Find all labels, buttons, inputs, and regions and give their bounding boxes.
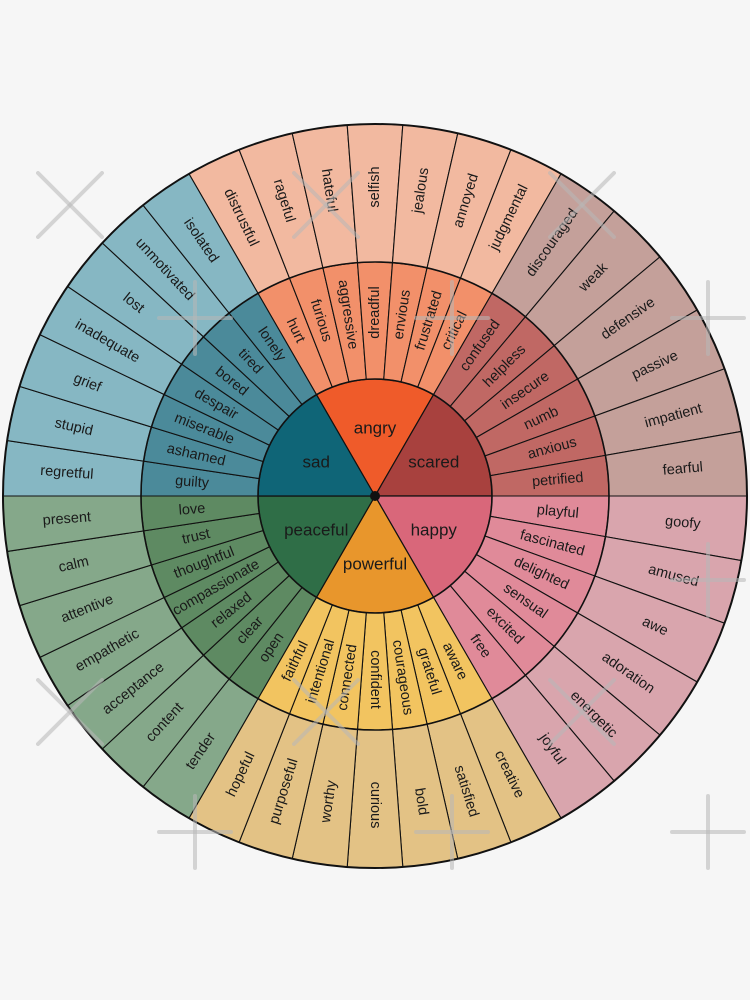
wheel-ring-outlines — [2, 123, 748, 869]
outer-label: calm — [57, 554, 90, 576]
middle-label: playful — [536, 502, 579, 522]
core-label-peaceful: peaceful — [284, 520, 348, 539]
outer-label: regretful — [40, 463, 94, 483]
middle-label: trust — [181, 526, 212, 548]
middle-label: love — [178, 501, 206, 519]
outer-label: curious — [367, 782, 383, 829]
center-dot — [370, 491, 380, 501]
outer-label: bold — [411, 787, 431, 817]
core-label-powerful: powerful — [343, 554, 407, 573]
ring-outline — [257, 378, 493, 614]
outer-label: jealous — [410, 167, 433, 216]
middle-label: dreadful — [367, 286, 383, 338]
middle-label: petrified — [531, 470, 584, 490]
watermark-overlay — [36, 171, 746, 870]
middle-label: confident — [367, 650, 383, 709]
core-label-angry: angry — [354, 419, 397, 438]
outer-label: worthy — [318, 779, 340, 825]
middle-label: guilty — [175, 473, 211, 492]
outer-label: selfish — [367, 166, 383, 207]
middle-label: envious — [391, 289, 414, 341]
core-label-happy: happy — [411, 520, 458, 539]
ring-outline — [140, 261, 610, 731]
outer-label: present — [42, 509, 91, 529]
core-label-scared: scared — [408, 453, 459, 472]
core-label-sad: sad — [303, 453, 330, 472]
outer-label: fearful — [662, 459, 704, 478]
outer-label: goofy — [664, 513, 701, 532]
ring-outline — [2, 123, 748, 869]
